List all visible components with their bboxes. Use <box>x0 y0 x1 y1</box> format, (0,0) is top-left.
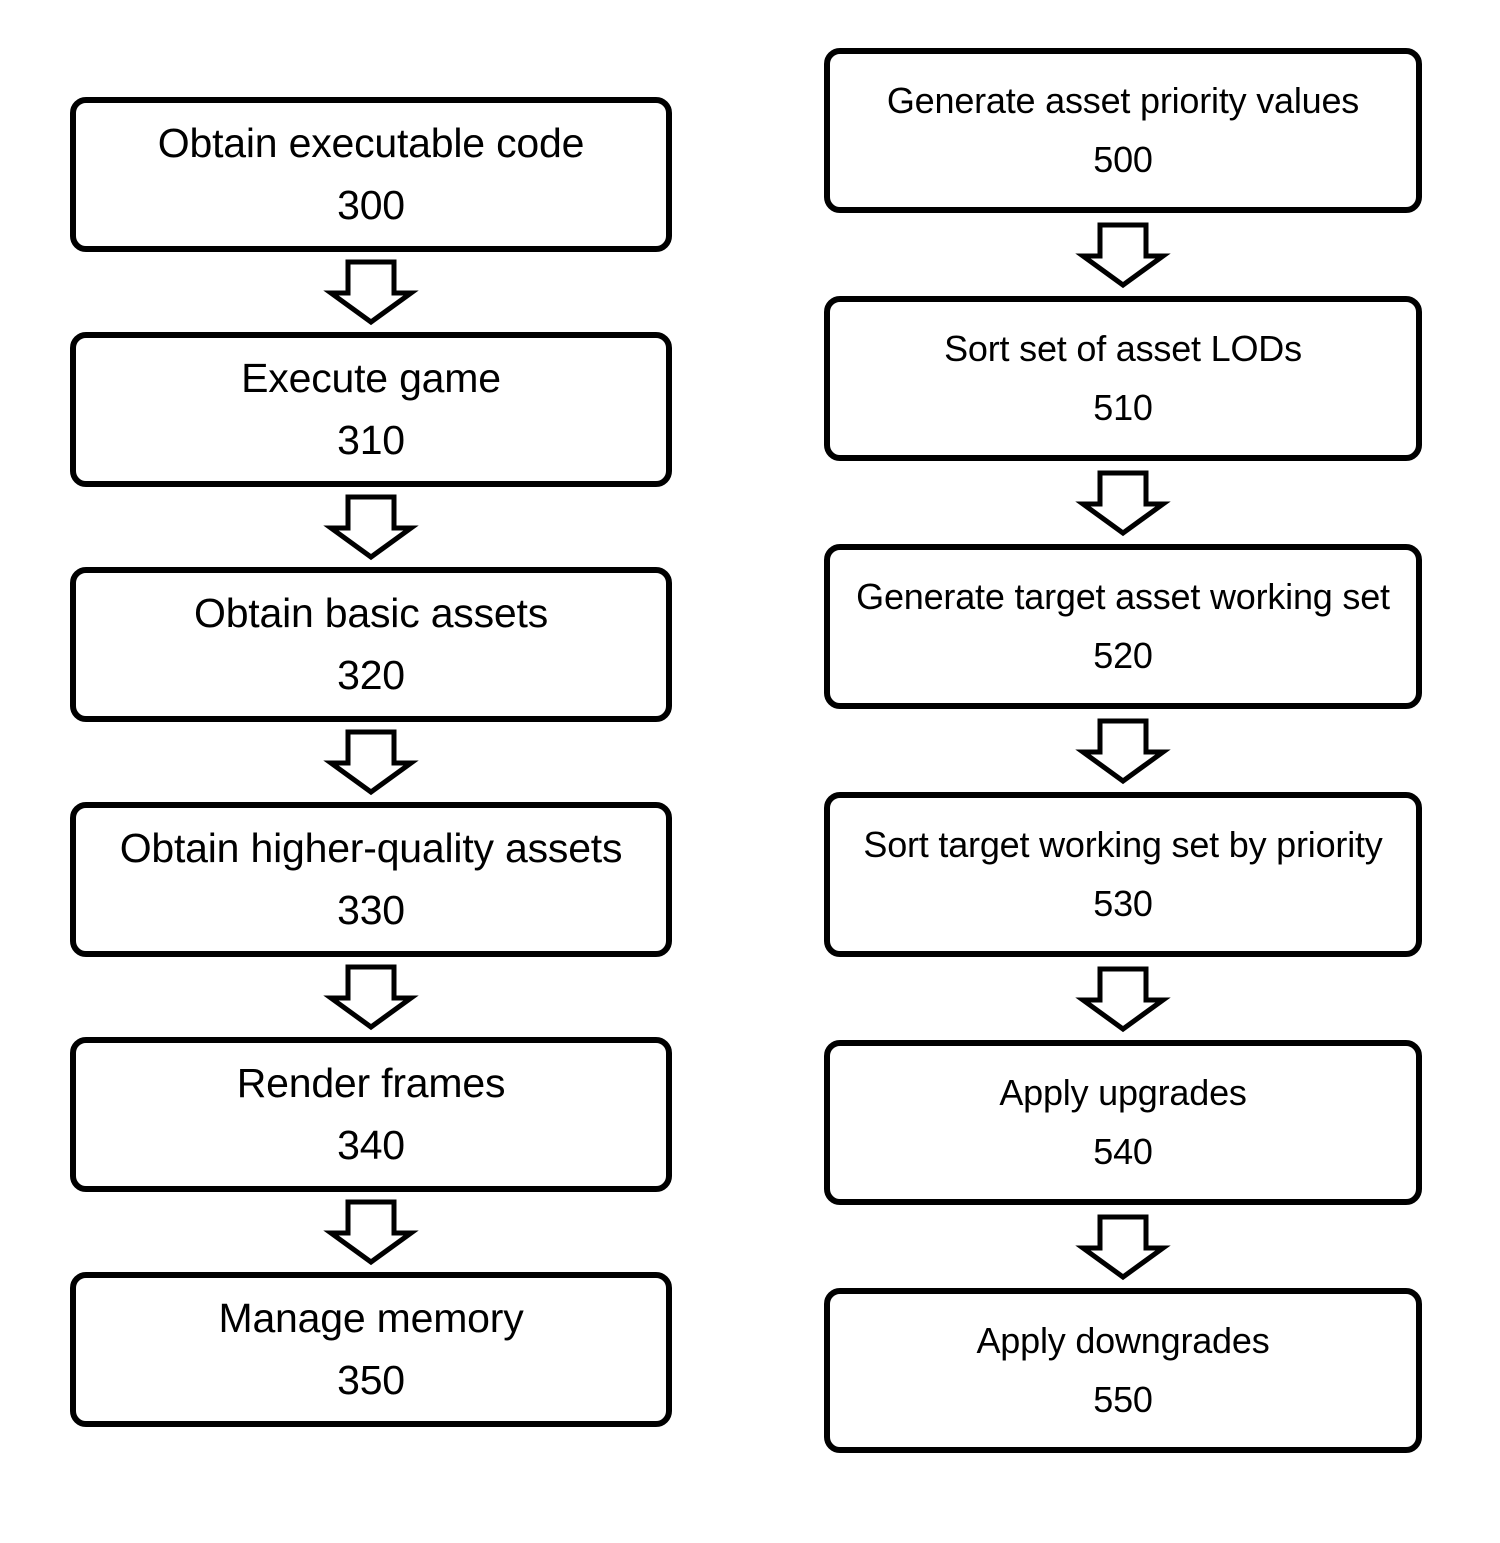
flow-node-number: 510 <box>1093 386 1153 428</box>
flow-node-number: 330 <box>337 886 405 933</box>
flow-node-label: Render frames <box>236 1059 506 1106</box>
down-arrow-icon <box>1075 966 1171 1032</box>
down-arrow-icon <box>323 964 419 1031</box>
flow-node-510[interactable]: Sort set of asset LODs 510 <box>824 296 1422 461</box>
flow-node-300[interactable]: Obtain executable code 300 <box>70 97 672 252</box>
down-arrow-icon <box>1075 718 1171 784</box>
flow-node-label: Obtain higher-quality assets <box>119 824 623 871</box>
flow-node-number: 500 <box>1093 138 1153 180</box>
down-arrow-icon <box>323 729 419 796</box>
flow-node-number: 540 <box>1093 1130 1153 1172</box>
flow-column-left: Obtain executable code 300 Execute game … <box>70 97 672 1427</box>
down-arrow-icon <box>1075 222 1171 288</box>
flow-node-330[interactable]: Obtain higher-quality assets 330 <box>70 802 672 957</box>
flow-node-340[interactable]: Render frames 340 <box>70 1037 672 1192</box>
flow-node-320[interactable]: Obtain basic assets 320 <box>70 567 672 722</box>
connector-arrow-340-350 <box>70 1192 672 1272</box>
connector-arrow-320-330 <box>70 722 672 802</box>
flow-node-number: 530 <box>1093 882 1153 924</box>
down-arrow-icon <box>1075 1214 1171 1280</box>
flow-node-540[interactable]: Apply upgrades 540 <box>824 1040 1422 1205</box>
flow-node-number: 550 <box>1093 1378 1153 1420</box>
flow-node-530[interactable]: Sort target working set by priority 530 <box>824 792 1422 957</box>
flow-node-label: Apply downgrades <box>976 1319 1270 1361</box>
flow-node-label: Generate target asset working set <box>856 575 1390 617</box>
connector-arrow-510-520 <box>824 461 1422 544</box>
flow-node-number: 350 <box>337 1356 405 1403</box>
down-arrow-icon <box>323 259 419 326</box>
connector-arrow-500-510 <box>824 213 1422 296</box>
flow-node-520[interactable]: Generate target asset working set 520 <box>824 544 1422 709</box>
flow-node-number: 310 <box>337 416 405 463</box>
flow-node-310[interactable]: Execute game 310 <box>70 332 672 487</box>
flow-column-right: Generate asset priority values 500 Sort … <box>824 48 1422 1453</box>
flow-node-label: Obtain basic assets <box>194 589 548 636</box>
flow-node-label: Execute game <box>241 354 501 401</box>
connector-arrow-300-310 <box>70 252 672 332</box>
flow-node-number: 520 <box>1093 634 1153 676</box>
down-arrow-icon <box>323 494 419 561</box>
flow-node-number: 300 <box>337 181 405 228</box>
connector-arrow-310-320 <box>70 487 672 567</box>
flow-node-500[interactable]: Generate asset priority values 500 <box>824 48 1422 213</box>
flow-node-label: Apply upgrades <box>999 1071 1247 1113</box>
flow-node-label: Generate asset priority values <box>886 79 1360 121</box>
flow-node-label: Sort target working set by priority <box>863 823 1383 865</box>
flow-node-550[interactable]: Apply downgrades 550 <box>824 1288 1422 1453</box>
flow-node-label: Sort set of asset LODs <box>944 327 1302 369</box>
down-arrow-icon <box>323 1199 419 1266</box>
flow-node-number: 340 <box>337 1121 405 1168</box>
connector-arrow-530-540 <box>824 957 1422 1040</box>
flow-node-number: 320 <box>337 651 405 698</box>
connector-arrow-520-530 <box>824 709 1422 792</box>
flow-node-label: Obtain executable code <box>157 119 585 166</box>
connector-arrow-330-340 <box>70 957 672 1037</box>
flow-node-350[interactable]: Manage memory 350 <box>70 1272 672 1427</box>
flow-node-label: Manage memory <box>218 1294 524 1341</box>
connector-arrow-540-550 <box>824 1205 1422 1288</box>
down-arrow-icon <box>1075 470 1171 536</box>
